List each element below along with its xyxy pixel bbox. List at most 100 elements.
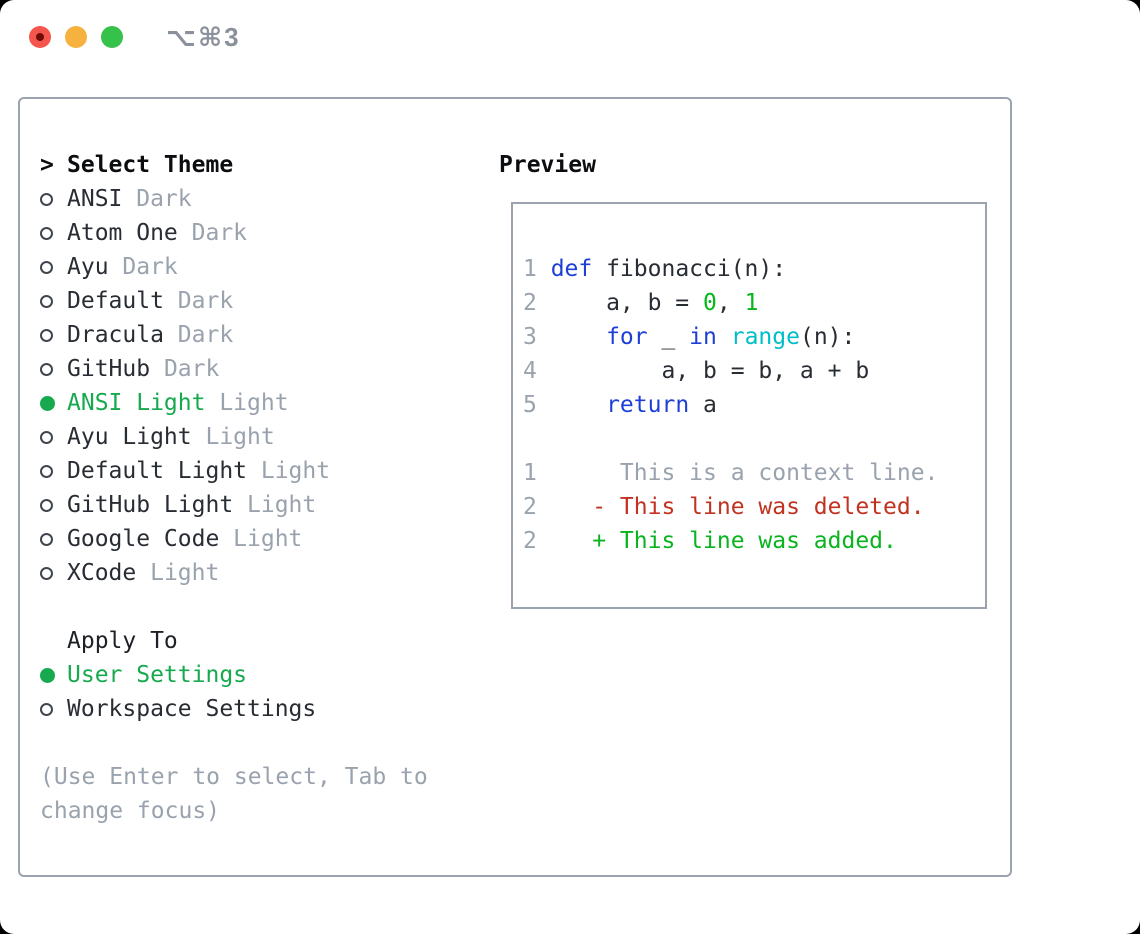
token-builtin: range	[730, 324, 800, 350]
preview-title: Preview	[499, 152, 596, 178]
apply-option-workspace-settings[interactable]: Workspace Settings	[40, 692, 455, 726]
token-default: (n):	[799, 324, 856, 350]
preview-header: Preview	[499, 148, 596, 182]
select-theme-title: Select Theme	[67, 152, 234, 178]
apply-option-label: Workspace Settings	[67, 696, 317, 722]
code-tokens: def fibonacci(n):	[551, 252, 786, 286]
spacer	[40, 590, 455, 624]
theme-name: GitHub	[67, 356, 151, 382]
gutter	[40, 566, 67, 580]
token-default	[717, 324, 731, 350]
token-number: 0	[703, 290, 717, 316]
gutter	[40, 260, 67, 274]
token-default: fibonacci(n):	[592, 256, 787, 282]
theme-option-dracula-dark[interactable]: Dracula Dark	[40, 318, 455, 352]
code-tokens: for _ in range(n):	[551, 320, 856, 354]
theme-name: Dracula	[67, 322, 164, 348]
radio-icon	[40, 260, 53, 274]
radio-icon	[40, 566, 53, 580]
token-default: a	[689, 392, 717, 418]
token-keyword: return	[606, 392, 690, 418]
help-text: (Use Enter to select, Tab to change focu…	[40, 764, 428, 824]
code-tokens: This is a context line.	[551, 456, 939, 490]
radio-icon	[40, 362, 53, 376]
select-theme-header: > Select Theme	[40, 148, 455, 182]
line-number: 2	[523, 494, 537, 520]
diff-line: 2 + This line was added.	[523, 524, 985, 558]
token-default: a, b =	[550, 290, 704, 316]
theme-variant: Dark	[163, 356, 220, 382]
prompt-caret-icon: >	[40, 152, 54, 178]
apply-option-label: User Settings	[67, 662, 248, 688]
code-line: 4 a, b = b, a + b	[523, 354, 985, 388]
radio-icon	[40, 702, 53, 716]
gutter	[40, 226, 67, 240]
theme-variant: Dark	[136, 186, 192, 212]
radio-icon	[40, 498, 53, 512]
theme-variant: Dark	[177, 322, 234, 348]
apply-option-user-settings[interactable]: User Settings	[40, 658, 455, 692]
minimize-button[interactable]	[65, 26, 87, 48]
line-number: 1	[523, 460, 537, 486]
apply-to-title: Apply To	[67, 628, 178, 654]
theme-variant: Light	[205, 424, 275, 450]
apply-to-header: Apply To	[40, 624, 455, 658]
titlebar: ⌥⌘3	[0, 0, 1140, 70]
code-line: 2 a, b = 0, 1	[523, 286, 985, 320]
code-tokens: a, b = 0, 1	[550, 286, 759, 320]
code-line: 5 return a	[523, 388, 985, 422]
radio-selected-icon	[40, 667, 55, 683]
token-muted: This is a context line.	[550, 460, 939, 486]
zoom-button[interactable]	[101, 26, 123, 48]
theme-option-github-dark[interactable]: GitHub Dark	[40, 352, 455, 386]
radio-icon	[40, 328, 53, 342]
gutter	[40, 395, 67, 411]
gutter	[40, 667, 67, 683]
token-default: a, b = b, a + b	[550, 358, 870, 384]
gutter	[40, 702, 67, 716]
close-button[interactable]	[29, 26, 51, 48]
code-tokens: - This line was deleted.	[551, 490, 924, 524]
line-number: 5	[523, 392, 537, 418]
code-tokens: + This line was added.	[551, 524, 897, 558]
radio-icon	[40, 226, 53, 240]
radio-icon	[40, 464, 53, 478]
line-number: 1	[523, 256, 537, 282]
line-number: 3	[523, 324, 537, 350]
gutter	[40, 498, 67, 512]
token-default	[551, 392, 606, 418]
token-keyword: in	[689, 324, 717, 350]
diff-line: 2 - This line was deleted.	[523, 490, 985, 524]
theme-variant: Light	[233, 526, 303, 552]
gutter	[40, 362, 67, 376]
radio-selected-icon	[40, 395, 55, 411]
theme-variant: Dark	[191, 220, 248, 246]
gutter	[40, 328, 67, 342]
theme-name: Default Light	[67, 458, 248, 484]
token-default: ,	[716, 290, 745, 316]
radio-icon	[40, 294, 53, 308]
token-keyword: def	[550, 256, 593, 282]
theme-name: Default	[67, 288, 164, 314]
gutter	[40, 532, 67, 546]
theme-name: Atom One	[67, 220, 178, 246]
token-number: 1	[744, 290, 759, 316]
theme-name: ANSI Light	[67, 390, 206, 416]
theme-option-atom-one-dark[interactable]: Atom One Dark	[40, 216, 455, 250]
line-number: 2	[523, 528, 537, 554]
gutter	[40, 192, 67, 206]
gutter	[40, 430, 67, 444]
code-tokens: a, b = b, a + b	[550, 354, 870, 388]
